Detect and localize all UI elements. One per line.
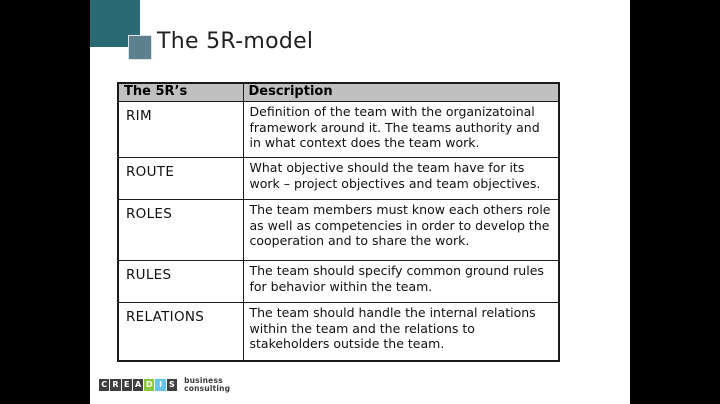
- table-row: ROLES The team members must know each ot…: [117, 199, 560, 261]
- title-accent-square-small: [128, 35, 152, 60]
- description-cell: The team should handle the internal rela…: [242, 302, 560, 361]
- table-row: RULES The team should specify common gro…: [117, 260, 560, 303]
- description-cell: The team members must know each others r…: [242, 199, 560, 261]
- logo-letter-tile: D: [144, 378, 155, 391]
- logo-tagline: business consulting: [184, 377, 230, 392]
- creadis-logo-letter-tiles: C R E A D I S: [99, 378, 178, 391]
- table-row: RIM Definition of the team with the orga…: [117, 101, 560, 158]
- logo-tagline-line2: consulting: [184, 383, 231, 393]
- term-cell: RULES: [117, 260, 244, 303]
- logo-letter-tile: E: [121, 378, 132, 391]
- creadis-logo: C R E A D I S business consulting: [99, 377, 230, 392]
- logo-letter-tile: R: [110, 378, 121, 391]
- table-row: RELATIONS The team should handle the int…: [117, 302, 560, 361]
- table-header-description: Description: [242, 82, 560, 102]
- five-r-table: The 5R’s Description RIM Definition of t…: [117, 82, 560, 362]
- logo-letter-tile: C: [99, 378, 110, 391]
- description-cell: Definition of the team with the organiza…: [242, 101, 560, 158]
- logo-letter-tile: S: [166, 378, 178, 391]
- logo-tagline-line1: business: [184, 376, 223, 385]
- description-cell: The team should specify common ground ru…: [242, 260, 560, 303]
- term-cell: RELATIONS: [117, 302, 244, 361]
- logo-letter-tile: A: [132, 378, 144, 391]
- slide-title: The 5R-model: [157, 29, 314, 54]
- table-row: ROUTE What objective should the team hav…: [117, 157, 560, 200]
- term-cell: ROLES: [117, 199, 244, 261]
- description-cell: What objective should the team have for …: [242, 157, 560, 200]
- slide-canvas: The 5R-model The 5R’s Description RIM De…: [90, 0, 630, 404]
- table-header-term: The 5R’s: [117, 82, 244, 102]
- term-cell: ROUTE: [117, 157, 244, 200]
- table-header-row: The 5R’s Description: [117, 82, 560, 102]
- logo-letter-tile: I: [155, 378, 166, 391]
- term-cell: RIM: [117, 101, 244, 158]
